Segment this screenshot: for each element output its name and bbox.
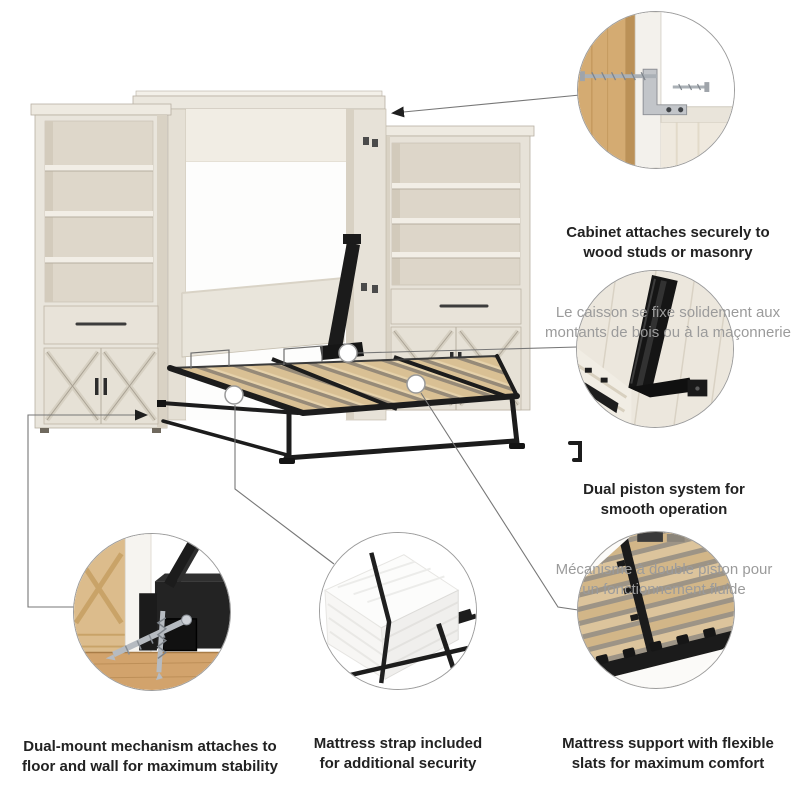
left-shelving-tower bbox=[30, 103, 172, 433]
bed-foot bbox=[279, 458, 295, 464]
mattress-strap-detail-photo bbox=[319, 532, 477, 690]
left-tower-drawer bbox=[43, 305, 159, 345]
mattress bbox=[323, 554, 460, 681]
caption-title: Mattress strap included for additional s… bbox=[313, 735, 483, 772]
dual-mount-detail-photo bbox=[73, 533, 231, 691]
mounting-bracket bbox=[642, 68, 688, 116]
connector-slat-support bbox=[420, 392, 579, 611]
connector-dual-piston bbox=[357, 346, 578, 354]
mattress-strap-illustration bbox=[320, 533, 476, 689]
wall-stud-attachment-illustration bbox=[578, 12, 734, 168]
floor-screw bbox=[155, 610, 168, 681]
caption-slat-support: Mattress support with flexible slats for… bbox=[533, 694, 800, 800]
anchor-dot-piston bbox=[338, 343, 358, 363]
connector-mattress-strap bbox=[234, 405, 335, 565]
mattress-retainer-bracket bbox=[283, 345, 323, 365]
lag-screw bbox=[579, 71, 657, 82]
bed-foot bbox=[509, 443, 525, 449]
deck-divider-rail bbox=[393, 355, 509, 399]
piston-arm bbox=[628, 274, 694, 398]
panel-screw bbox=[672, 82, 710, 92]
wall-screw bbox=[105, 614, 192, 661]
connector-dual-mount bbox=[27, 409, 148, 608]
caption-title: Cabinet attaches securely to wood studs … bbox=[566, 224, 770, 261]
tower-foot bbox=[152, 428, 161, 433]
left-tower-shelves bbox=[45, 165, 153, 264]
caption-subtitle-fr: Le caisson se fixe solidement aux montan… bbox=[545, 304, 791, 341]
tower-foot bbox=[40, 428, 49, 433]
anchor-dot-frame bbox=[224, 385, 244, 405]
connector-cabinet-attachment bbox=[391, 94, 581, 118]
cabinet-attachment-detail-photo bbox=[577, 11, 735, 169]
floor-wall-mount-illustration bbox=[74, 534, 230, 690]
caption-title: Dual piston system for smooth operation bbox=[583, 481, 745, 518]
caption-title: Mattress support with flexible slats for… bbox=[562, 735, 774, 772]
bed-support-frame bbox=[157, 395, 582, 464]
anchor-dots bbox=[224, 343, 426, 405]
right-tower-drawer bbox=[390, 288, 522, 325]
rear-frame-foot bbox=[568, 441, 582, 462]
piston-illustration bbox=[577, 271, 733, 427]
door-handle bbox=[103, 378, 107, 395]
deck-side-rails bbox=[167, 365, 520, 416]
bed-deck bbox=[167, 345, 520, 416]
dual-piston-detail-photo bbox=[576, 270, 734, 428]
anchor-dot-slats bbox=[406, 374, 426, 394]
caption-mattress-strap: Mattress strap included for additional s… bbox=[278, 694, 518, 800]
right-tower-shelves bbox=[392, 183, 520, 259]
door-handle bbox=[95, 378, 99, 395]
deck-divider-rail bbox=[271, 357, 398, 411]
caption-subtitle-fr: Mécanisme à double piston pour un foncti… bbox=[555, 561, 773, 598]
mattress-strap bbox=[369, 552, 392, 684]
bed-leg bbox=[509, 395, 520, 446]
caption-dual-piston: Dual piston system for smooth operation … bbox=[534, 440, 794, 640]
left-tower-doors bbox=[43, 347, 159, 425]
caption-title: Dual-mount mechanism attaches to floor a… bbox=[22, 738, 278, 775]
mattress-retainer-bracket bbox=[190, 349, 230, 369]
caption-dual-mount: Dual-mount mechanism attaches to floor a… bbox=[0, 697, 300, 800]
caption-cabinet-attachment: Cabinet attaches securely to wood studs … bbox=[533, 183, 800, 383]
